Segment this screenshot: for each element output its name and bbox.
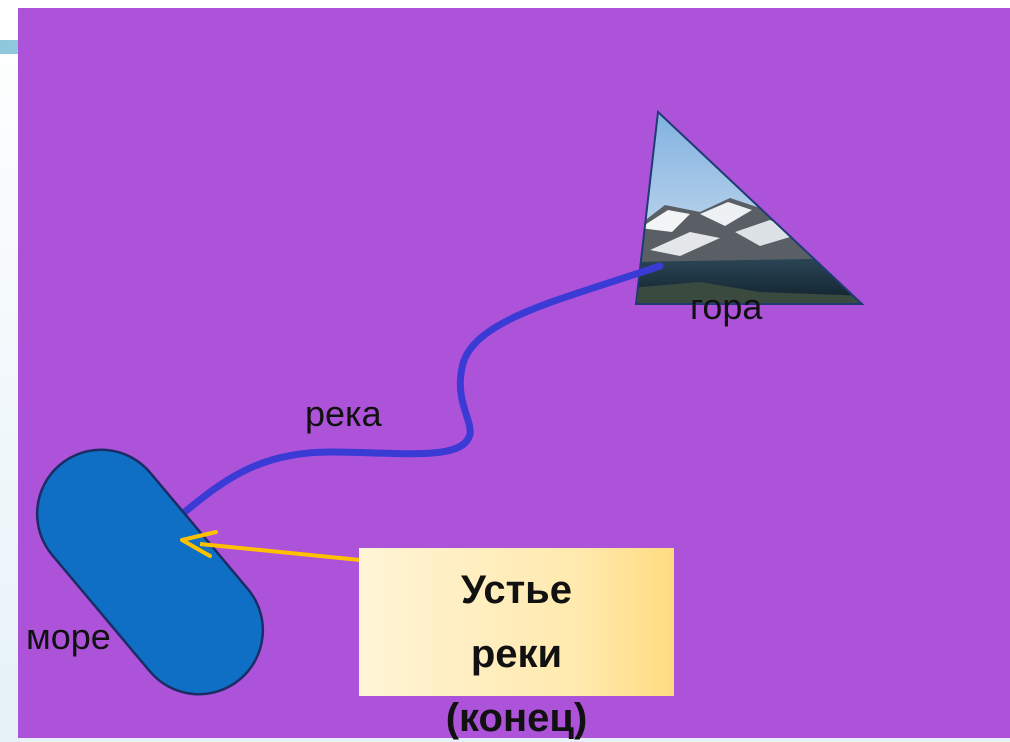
sea-shape (35, 448, 265, 696)
callout-line-1: Устье (460, 568, 573, 612)
mountain-triangle (634, 109, 865, 305)
callout-line-2: реки (470, 632, 563, 676)
river-mouth-callout (359, 548, 674, 696)
river-label: река (305, 393, 382, 434)
river-mouth-callout-text: Устье реки (конец) (359, 558, 674, 742)
mountain-label: гора (690, 286, 763, 327)
callout-line-3: (конец) (445, 696, 588, 740)
river-line (161, 262, 664, 532)
sea-label: море (26, 616, 111, 657)
mouth-arrow-line (199, 542, 361, 562)
mountain-photo (636, 112, 862, 304)
mouth-arrow-head (180, 530, 218, 558)
